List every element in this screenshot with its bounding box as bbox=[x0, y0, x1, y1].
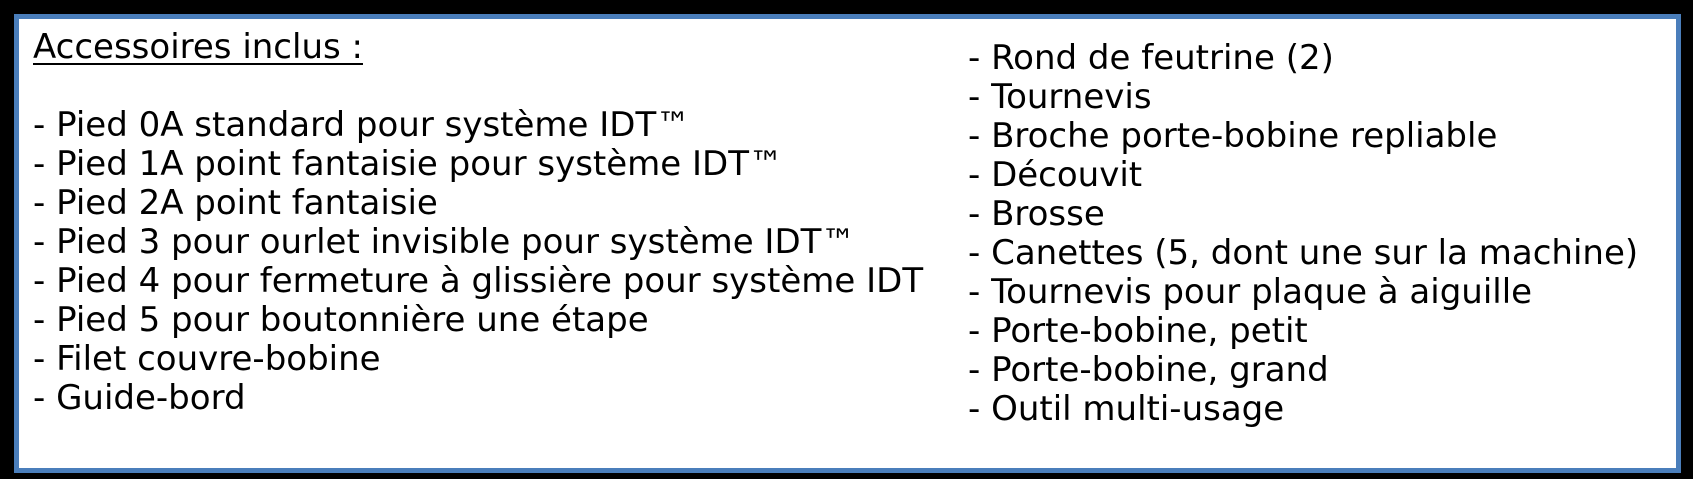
list-item: - Canettes (5, dont une sur la machine) bbox=[968, 233, 1639, 273]
accessories-right-column: - Rond de feutrine (2) - Tournevis - Bro… bbox=[968, 39, 1638, 429]
list-item: - Pied 0A standard pour système IDT™ bbox=[33, 105, 691, 145]
list-item: - Outil multi-usage bbox=[968, 389, 1285, 429]
accessories-left-column: Accessoires inclus : - Pied 0A standard … bbox=[33, 28, 963, 418]
list-item: - Porte-bobine, petit bbox=[968, 311, 1308, 351]
list-item: - Broche porte-bobine repliable bbox=[968, 116, 1498, 156]
accessories-panel: Accessoires inclus : - Pied 0A standard … bbox=[14, 14, 1681, 473]
list-item: - Tournevis bbox=[968, 77, 1152, 117]
list-item: - Porte-bobine, grand bbox=[968, 350, 1329, 390]
list-item: - Pied 5 pour boutonnière une étape bbox=[33, 300, 649, 340]
accessories-heading: Accessoires inclus : bbox=[33, 28, 363, 67]
list-item: - Pied 3 pour ourlet invisible pour syst… bbox=[33, 222, 856, 262]
list-item: - Pied 4 pour fermeture à glissière pour… bbox=[33, 261, 924, 301]
list-item: - Tournevis pour plaque à aiguille bbox=[968, 272, 1533, 312]
list-item: - Filet couvre-bobine bbox=[33, 339, 381, 379]
list-item: - Pied 2A point fantaisie bbox=[33, 183, 438, 223]
list-item: - Découvit bbox=[968, 155, 1143, 195]
list-item: - Rond de feutrine (2) bbox=[968, 38, 1334, 78]
spacer bbox=[33, 67, 963, 106]
list-item: - Pied 1A point fantaisie pour système I… bbox=[33, 144, 783, 184]
list-item: - Guide-bord bbox=[33, 378, 246, 418]
list-item: - Brosse bbox=[968, 194, 1105, 234]
